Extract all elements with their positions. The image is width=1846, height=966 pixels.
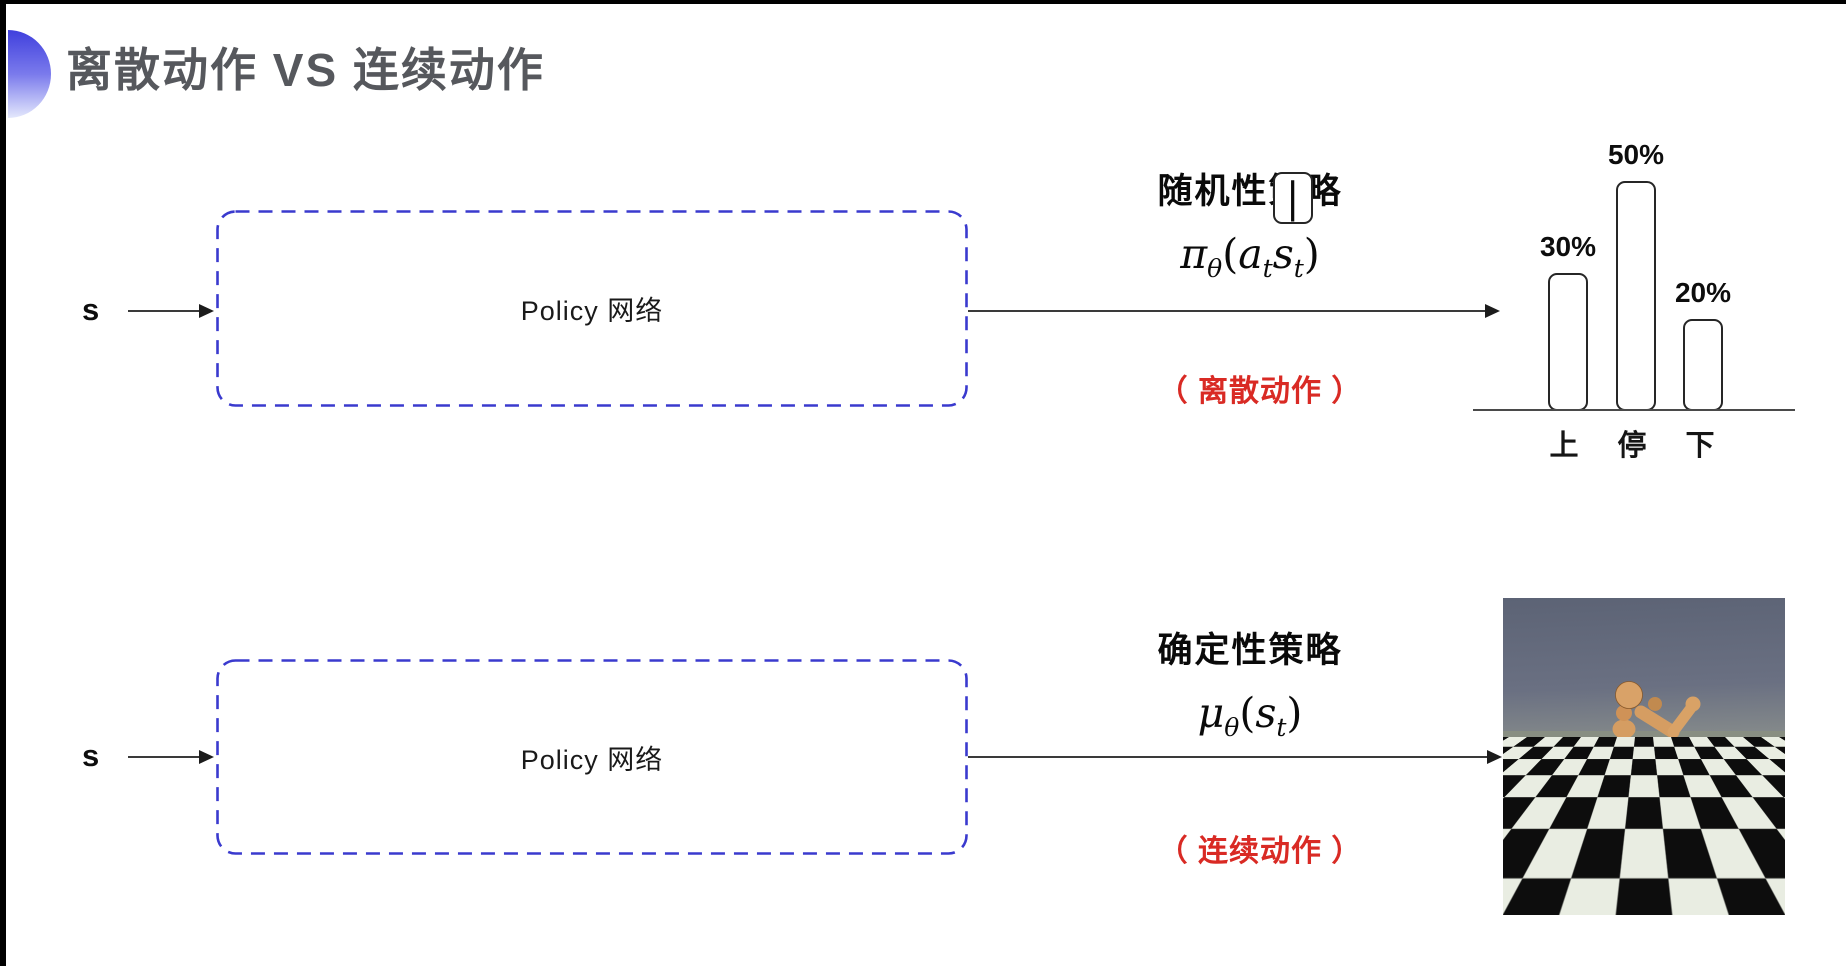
probability-bar — [1683, 319, 1723, 411]
slide-frame-top — [0, 0, 1846, 4]
formula-mu: μ — [1197, 689, 1225, 737]
x-axis-line — [1473, 409, 1795, 411]
page-title: 离散动作 VS 连续动作 — [66, 44, 545, 96]
slide-frame-left — [0, 0, 6, 966]
formula-a-sub-t: t — [1262, 254, 1273, 283]
formula-s: s — [1255, 689, 1277, 737]
continuous-action-note: （ 连续动作 ） — [1157, 835, 1363, 868]
input-arrow-top-line — [128, 310, 200, 312]
formula-pi: π — [1180, 230, 1208, 278]
dashed-border-bottom — [216, 659, 968, 855]
output-arrow-bottom-head-icon — [1487, 750, 1502, 764]
input-arrow-bottom-line — [128, 756, 200, 758]
stochastic-policy-formula: πθ(at|st) — [1060, 172, 1440, 283]
formula-conditional-bar: | — [1272, 172, 1313, 224]
formula-open-paren: ( — [1222, 230, 1239, 278]
policy-network-label-bottom: Policy 网络 — [520, 745, 664, 775]
formula-close-paren: ) — [1286, 689, 1303, 737]
probability-bar — [1616, 181, 1656, 411]
formula-s-sub-t: t — [1276, 713, 1287, 742]
stochastic-policy-title: 随机性策略 — [1157, 172, 1343, 211]
mujoco-humanoid-image — [1503, 598, 1785, 915]
deterministic-policy-title: 确定性策略 — [1157, 631, 1343, 670]
deterministic-policy-formula: μθ(st) — [1060, 689, 1440, 742]
formula-open-paren: ( — [1239, 689, 1256, 737]
formula-close-paren: ) — [1303, 230, 1320, 278]
bar-value-label: 30% — [1539, 231, 1597, 262]
formula-a: a — [1238, 230, 1263, 278]
title-accent-icon — [8, 30, 51, 118]
input-arrow-top-head-icon — [199, 304, 214, 318]
formula-s-sub-t: t — [1293, 254, 1304, 283]
bar-value-label: 50% — [1607, 139, 1665, 170]
humanoid-robot-figure — [1551, 681, 1701, 906]
output-arrow-top-head-icon — [1485, 304, 1500, 318]
deterministic-policy-annotation: 确定性策略 μθ(st) — [1060, 622, 1440, 742]
category-label: 下 — [1685, 430, 1715, 462]
output-arrow-top-line — [968, 310, 1486, 312]
formula-s: s — [1272, 230, 1294, 278]
state-label-bottom: s — [82, 738, 100, 773]
policy-network-box-top: Policy 网络 — [216, 210, 968, 407]
input-arrow-bottom-head-icon — [199, 750, 214, 764]
category-label: 上 — [1549, 430, 1579, 462]
dashed-border-top — [216, 210, 968, 407]
bar-value-label: 20% — [1674, 277, 1732, 308]
probability-bar — [1548, 273, 1588, 411]
policy-network-label-top: Policy 网络 — [520, 296, 664, 326]
category-label: 停 — [1617, 430, 1647, 462]
state-label-top: s — [82, 292, 100, 327]
discrete-action-note: （ 离散动作 ） — [1157, 375, 1363, 408]
action-probability-chart: 30% 50% 20% 上 停 下 — [1460, 110, 1810, 470]
output-arrow-bottom-line — [968, 756, 1488, 758]
formula-mu-sub-theta: θ — [1224, 713, 1240, 742]
policy-network-box-bottom: Policy 网络 — [216, 659, 968, 856]
stochastic-policy-annotation: 随机性策略 πθ(at|st) — [1060, 163, 1440, 283]
formula-pi-sub-theta: θ — [1207, 254, 1223, 283]
